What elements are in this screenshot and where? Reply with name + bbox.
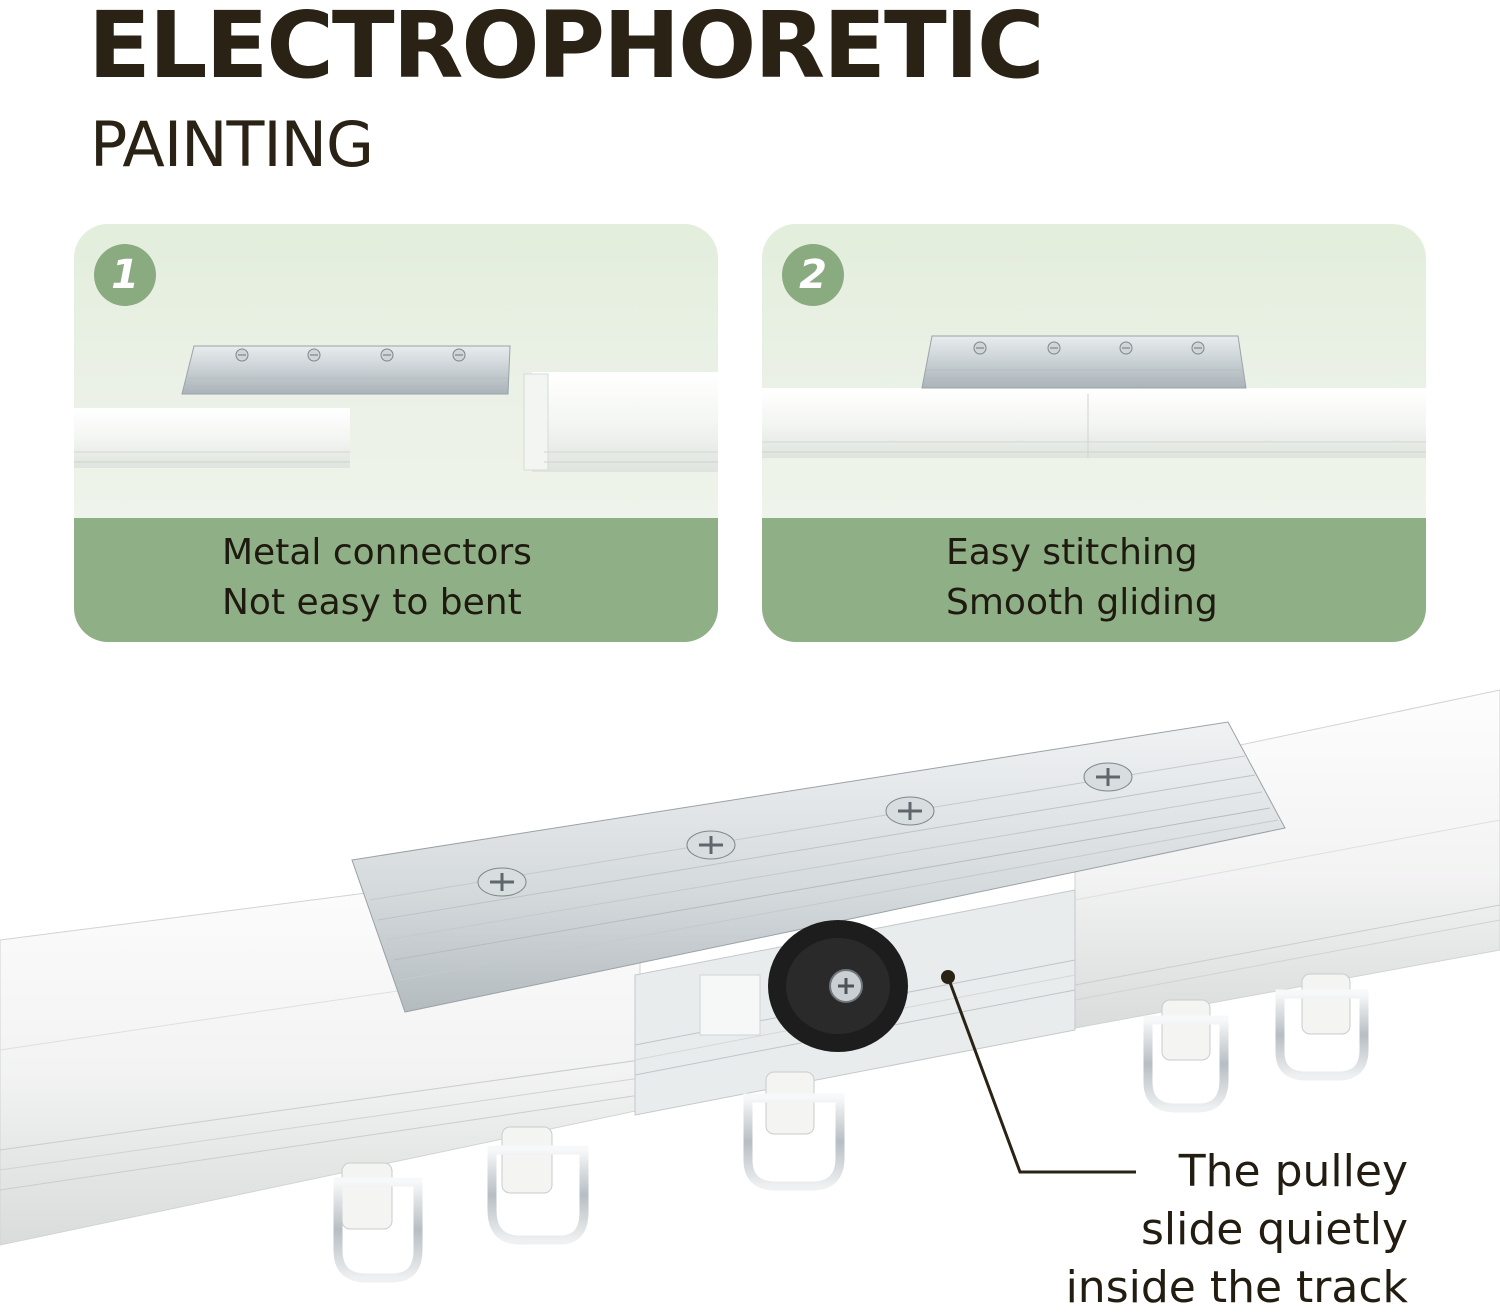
curtain-hook-icon xyxy=(1143,999,1229,1113)
callout-line-3: inside the track xyxy=(1065,1262,1408,1313)
caption-line-1: Easy stitching xyxy=(946,532,1198,573)
screw-icon xyxy=(1083,762,1133,792)
feature-card-metal-connectors: 1 Metal conne xyxy=(74,224,718,642)
joined-track-illustration xyxy=(762,335,1426,458)
screw-icon xyxy=(1047,341,1061,355)
curtain-hook-icon xyxy=(487,1126,589,1245)
screw-icon xyxy=(235,348,249,362)
callout-line-1: The pulley xyxy=(1178,1146,1408,1197)
callout-line-2: slide quietly xyxy=(1141,1204,1408,1255)
screw-icon xyxy=(1119,341,1133,355)
caption-line-1: Metal connectors xyxy=(222,532,532,573)
caption-band: Easy stitching Smooth gliding xyxy=(762,518,1426,642)
screw-icon xyxy=(380,348,394,362)
caption-line-2: Smooth gliding xyxy=(946,582,1218,623)
curtain-hook-icon xyxy=(743,1071,845,1191)
separated-track-illustration xyxy=(74,345,718,472)
screw-icon xyxy=(307,348,321,362)
screw-icon xyxy=(1191,341,1205,355)
page-subtitle: PAINTING xyxy=(90,108,374,181)
feature-card-easy-stitching: 2 Easy stitching Smooth xyxy=(762,224,1426,642)
step-badge-2: 2 xyxy=(782,244,844,306)
screw-icon xyxy=(973,341,987,355)
screw-icon xyxy=(686,830,736,860)
screw-icon xyxy=(452,348,466,362)
curtain-hook-icon xyxy=(333,1162,423,1283)
track-closeup-illustration xyxy=(0,689,1500,1283)
page-title: ELECTROPHORETIC xyxy=(88,0,1044,99)
curtain-hook-icon xyxy=(1275,973,1369,1081)
step-badge-1: 1 xyxy=(94,244,156,306)
pulley-wheel-icon xyxy=(768,920,908,1052)
screw-icon xyxy=(885,796,935,826)
caption-band: Metal connectors Not easy to bent xyxy=(74,518,718,642)
caption-line-2: Not easy to bent xyxy=(222,582,522,623)
screw-icon xyxy=(477,867,527,897)
